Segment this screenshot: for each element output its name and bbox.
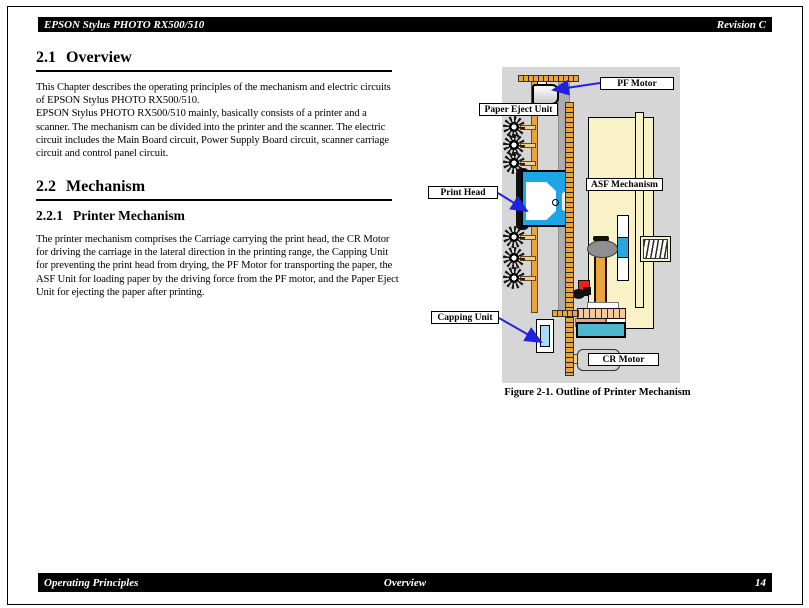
section-number: 2.2 <box>36 178 56 195</box>
paper-feed-roller <box>587 240 618 258</box>
section-overview-heading: 2.1 Overview <box>36 49 428 67</box>
section-mechanism: 2.2 Mechanism <box>36 178 428 201</box>
carriage-unit <box>576 322 626 338</box>
label-text: Paper Eject Unit <box>484 104 553 115</box>
header-title: EPSON Stylus PHOTO RX500/510 <box>44 18 205 31</box>
footer-section: Overview <box>383 576 427 589</box>
top-gear-rack <box>518 75 579 82</box>
roller-shaft <box>594 257 607 306</box>
section-overview: 2.1 Overview This Chapter describes the o… <box>36 49 428 160</box>
heading-rule <box>36 70 392 72</box>
star-wheel-gear <box>503 226 525 248</box>
print-head-screw <box>552 199 559 206</box>
star-wheel-gear <box>503 116 525 138</box>
print-head-ink-port <box>526 182 556 220</box>
page-header-bar: EPSON Stylus PHOTO RX500/510 Revision C <box>38 17 772 32</box>
star-wheel-gear <box>503 134 525 156</box>
carriage-gear-rack <box>577 308 626 319</box>
label-asf-mechanism: ASF Mechanism <box>586 178 663 191</box>
section-printer-mechanism-heading: 2.2.1 Printer Mechanism <box>36 208 428 224</box>
label-paper-eject-unit: Paper Eject Unit <box>479 103 558 116</box>
vertical-timing-belt <box>565 102 574 376</box>
capping-unit-cap <box>540 325 550 347</box>
section-title: Mechanism <box>66 178 146 195</box>
section-printer-mechanism: 2.2.1 Printer Mechanism The printer mecha… <box>36 208 428 299</box>
printer-mechanism-figure: PF Motor Paper Eject Unit Print Head ASF… <box>425 60 695 410</box>
compression-spring <box>643 239 668 259</box>
section-overview-body: This Chapter describes the operating pri… <box>36 82 391 160</box>
section-mechanism-heading: 2.2 Mechanism <box>36 178 428 196</box>
heading-rule <box>36 199 392 201</box>
star-wheel-gear <box>503 267 525 289</box>
label-pf-motor: PF Motor <box>600 77 674 90</box>
label-text: Capping Unit <box>437 312 493 323</box>
label-capping-unit: Capping Unit <box>431 311 499 324</box>
section-printer-mechanism-body: The printer mechanism comprises the Carr… <box>36 234 399 298</box>
label-cr-motor: CR Motor <box>588 353 659 366</box>
sensor-block-core <box>584 287 591 295</box>
footer-page-number: 14 <box>755 576 766 589</box>
asf-shaft-bar <box>635 112 644 308</box>
label-text: ASF Mechanism <box>591 179 658 190</box>
lever-knob <box>572 289 585 299</box>
footer-chapter: Operating Principles <box>44 576 139 589</box>
section-title: Overview <box>66 49 132 66</box>
page-border-frame <box>7 6 803 605</box>
figure-caption: Figure 2-1. Outline of Printer Mechanism <box>504 387 691 398</box>
asf-slider-pad <box>617 237 629 258</box>
label-print-head: Print Head <box>428 186 498 199</box>
lower-gear-rack <box>552 310 579 317</box>
pf-motor-body <box>532 84 559 105</box>
label-text: CR Motor <box>602 354 645 365</box>
section-title: Printer Mechanism <box>73 208 185 223</box>
star-wheel-gear <box>503 247 525 269</box>
page-footer-bar: Operating Principles Overview 14 <box>38 573 772 592</box>
section-number: 2.2.1 <box>36 208 63 223</box>
label-text: Print Head <box>440 187 486 198</box>
roller-cap <box>593 236 609 241</box>
header-revision: Revision C <box>716 18 766 31</box>
label-text: PF Motor <box>617 78 657 89</box>
section-number: 2.1 <box>36 49 56 66</box>
